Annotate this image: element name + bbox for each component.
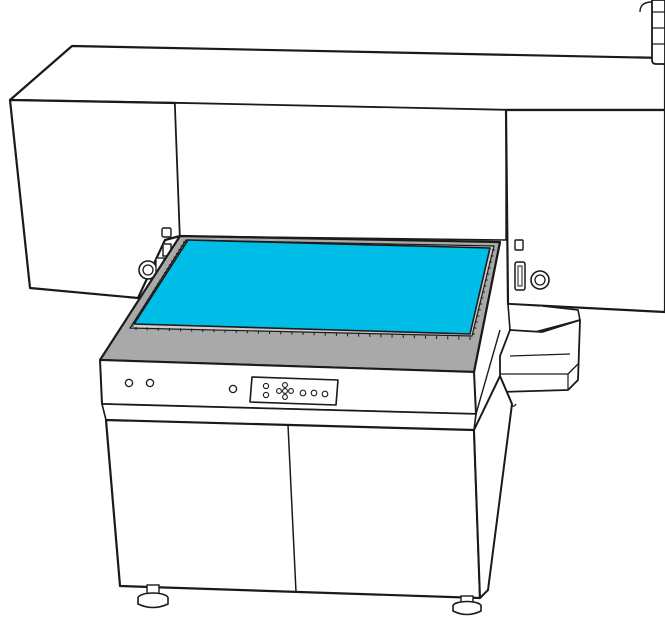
body-recess-wall — [174, 102, 507, 241]
cabinet-door-seam — [287, 424, 297, 593]
body-right-face — [504, 108, 665, 314]
status-light-tower-icon — [639, 0, 665, 65]
cabinet-front — [104, 418, 482, 600]
ruler-ticks-left — [131, 241, 186, 327]
platen-table — [98, 234, 502, 374]
panel-button-d[interactable] — [310, 389, 318, 397]
print-media — [133, 239, 491, 335]
panel-button-e[interactable] — [321, 390, 329, 398]
foot-left — [137, 584, 169, 609]
right-indicator-icon — [514, 239, 524, 251]
ruler-ticks-right — [472, 249, 495, 335]
cabinet-side — [473, 375, 513, 599]
dpad-up-button[interactable] — [282, 382, 288, 388]
panel-button-a[interactable] — [262, 382, 270, 390]
base-cabinet — [101, 375, 513, 600]
right-side-controls — [514, 239, 550, 291]
dpad-right-button[interactable] — [288, 388, 294, 394]
dpad-left-button[interactable] — [276, 388, 282, 394]
dpad-center-button[interactable] — [282, 388, 288, 394]
power-button[interactable] — [228, 384, 238, 394]
control-panel — [249, 376, 339, 406]
left-indicator-icon — [161, 227, 172, 238]
side-tray — [499, 303, 581, 407]
panel-button-c[interactable] — [299, 389, 307, 397]
panel-button-b[interactable] — [262, 391, 270, 399]
front-control-section — [99, 241, 501, 415]
dpad-down-button[interactable] — [282, 394, 288, 400]
cabinet-feet — [137, 584, 482, 616]
front-button-2[interactable] — [145, 378, 155, 388]
ruler-ticks-bottom — [135, 327, 471, 340]
foot-right — [452, 595, 482, 616]
body-top-face — [8, 44, 665, 112]
printer-main-body — [8, 44, 665, 314]
front-button-1[interactable] — [124, 378, 134, 388]
